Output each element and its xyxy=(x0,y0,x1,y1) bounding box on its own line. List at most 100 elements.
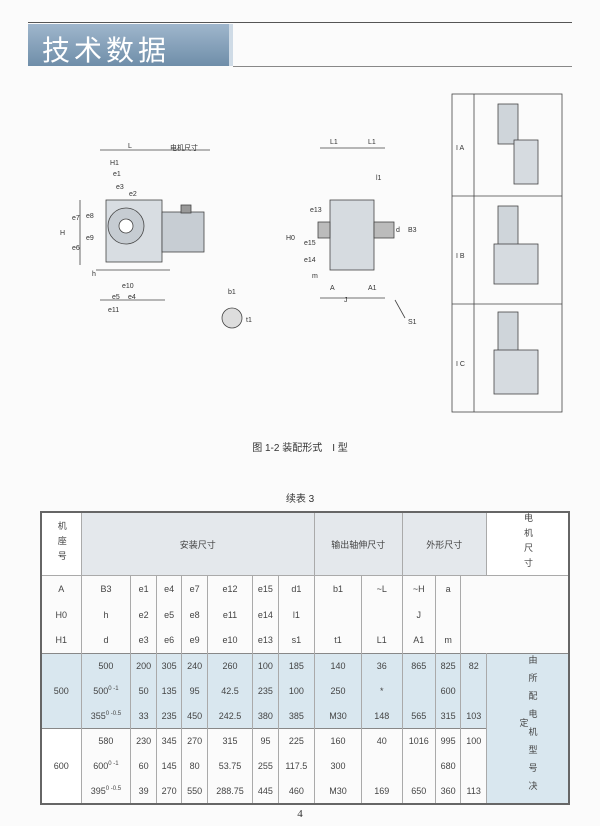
column-header: h xyxy=(80,601,132,628)
column-header: b1 xyxy=(314,575,362,602)
table-cell: 100 xyxy=(460,728,487,754)
column-header xyxy=(360,601,403,628)
table-cell: 230 xyxy=(130,728,157,754)
label-S1: S1 xyxy=(408,319,417,326)
label-L1-a: L1 xyxy=(330,139,338,146)
shaft-key-section xyxy=(221,307,243,329)
table-cell: 445 xyxy=(252,778,279,804)
table-cell xyxy=(401,678,436,704)
top-rule xyxy=(28,22,572,23)
table-cell: 1016 xyxy=(401,728,436,754)
column-header: H0 xyxy=(40,601,82,628)
column-header: e2 xyxy=(130,601,157,628)
page-number: 4 xyxy=(297,808,303,820)
label-A1: A1 xyxy=(368,285,377,292)
table-cell xyxy=(460,753,487,779)
tolerance: 0 -0.5 xyxy=(105,710,122,717)
table-cell: 600 xyxy=(434,678,462,704)
label-e8: e8 xyxy=(86,213,94,220)
column-header: H1 xyxy=(40,627,82,654)
label-e3: e3 xyxy=(116,184,124,191)
frame-cell: 600 xyxy=(40,728,82,804)
column-header: e1 xyxy=(130,575,157,602)
table-cell xyxy=(401,753,436,779)
table-cell: 3550 -0.5 xyxy=(80,703,132,729)
table-cell: 113 xyxy=(460,778,487,804)
figure-caption: 图 1-2 装配形式 I 型 xyxy=(252,443,348,454)
section-banner: 技术数据 xyxy=(28,24,233,67)
column-header: ~L xyxy=(360,575,403,602)
frame-header: 机座号 xyxy=(40,511,82,576)
table-cell: 148 xyxy=(360,703,403,729)
column-header: J xyxy=(401,601,436,628)
table-cell: 135 xyxy=(155,678,183,704)
label-H0: H0 xyxy=(286,235,295,242)
table-cell: 270 xyxy=(155,778,183,804)
column-header: e4 xyxy=(155,575,183,602)
table-cell: 288.75 xyxy=(206,778,254,804)
table-cell: 117.5 xyxy=(277,753,316,779)
table-cell: 100 xyxy=(252,653,279,679)
table-title: 续表 3 xyxy=(285,494,315,505)
label-m: m xyxy=(312,273,318,280)
tolerance: 0 -1 xyxy=(108,761,119,767)
label-e15: e15 xyxy=(304,240,316,247)
table-cell: 3950 -0.5 xyxy=(80,778,132,804)
column-header: A xyxy=(40,575,82,602)
column-header: ~H xyxy=(401,575,436,602)
table-cell: 40 xyxy=(360,728,403,754)
label-l1: l1 xyxy=(376,175,382,182)
table-cell: 50 xyxy=(130,678,157,704)
column-header: e8 xyxy=(181,601,208,628)
table-cell: 36 xyxy=(360,653,403,679)
label-B3: B3 xyxy=(408,227,417,234)
column-header: l1 xyxy=(277,601,316,628)
group-header: 外形尺寸 xyxy=(401,511,487,576)
label-e10: e10 xyxy=(122,283,134,290)
table-cell: 145 xyxy=(155,753,183,779)
table-cell: 240 xyxy=(181,653,208,679)
table-cell: 385 xyxy=(277,703,316,729)
table-cell: 680 xyxy=(434,753,462,779)
table-cell: * xyxy=(360,678,403,704)
table-cell: 5000 -1 xyxy=(80,678,132,704)
table-cell: 270 xyxy=(181,728,208,754)
mounting-forms-panel xyxy=(451,93,563,413)
table-cell: 140 xyxy=(314,653,362,679)
label-A: A xyxy=(330,285,335,292)
table-cell: 315 xyxy=(206,728,254,754)
column-header: B3 xyxy=(80,575,132,602)
table-cell: 565 xyxy=(401,703,436,729)
label-d: d xyxy=(396,227,400,234)
label-L: L xyxy=(128,143,132,150)
label-e9: e9 xyxy=(86,235,94,242)
column-header: e10 xyxy=(206,627,254,654)
group-header: 安装尺寸 xyxy=(80,511,316,576)
table-cell: 255 xyxy=(252,753,279,779)
table-cell: 100 xyxy=(277,678,316,704)
table-cell: 185 xyxy=(277,653,316,679)
table-cell: 380 xyxy=(252,703,279,729)
table-cell: 450 xyxy=(181,703,208,729)
column-header xyxy=(314,601,362,628)
tolerance: 0 -0.5 xyxy=(105,785,122,792)
table-cell: M30 xyxy=(314,703,362,729)
table-cell: 80 xyxy=(181,753,208,779)
table-cell: 53.75 xyxy=(206,753,254,779)
table-cell: 103 xyxy=(460,703,487,729)
section-title: 技术数据 xyxy=(42,34,171,67)
column-header: d1 xyxy=(277,575,316,602)
table-cell: 260 xyxy=(206,653,254,679)
table-cell: 235 xyxy=(155,703,183,729)
table-cell: 242.5 xyxy=(206,703,254,729)
table-cell: 650 xyxy=(401,778,436,804)
table-cell: 95 xyxy=(181,678,208,704)
column-header: A1 xyxy=(401,627,436,654)
table-cell: M30 xyxy=(314,778,362,804)
label-H1: H1 xyxy=(110,160,119,167)
column-header: e9 xyxy=(181,627,208,654)
